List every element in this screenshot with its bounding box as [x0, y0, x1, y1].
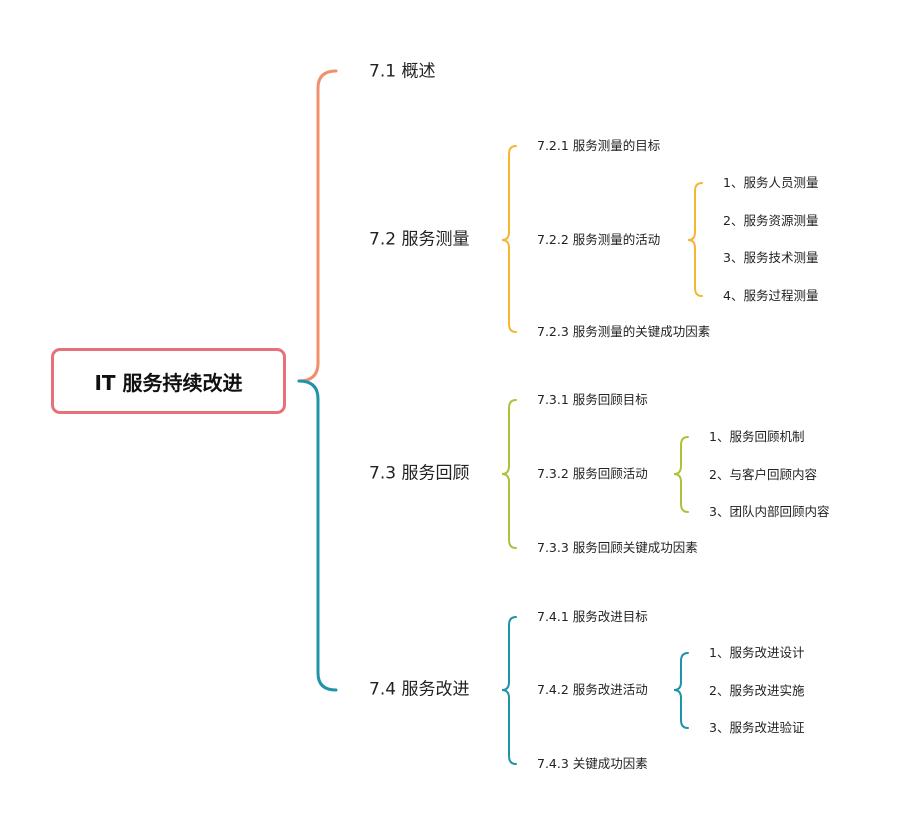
connector-7-4 [501, 616, 517, 765]
node-7-3-2-3[interactable]: 3、团队内部回顾内容 [709, 503, 830, 519]
connector-7-2-2 [687, 182, 703, 297]
node-7-3-3[interactable]: 7.3.3 服务回顾关键成功因素 [537, 539, 698, 555]
node-7-3-2[interactable]: 7.3.2 服务回顾活动 [537, 465, 648, 481]
node-7-2-2-4[interactable]: 4、服务过程测量 [723, 287, 819, 303]
connector-root-lower [297, 379, 338, 692]
node-7-3-1[interactable]: 7.3.1 服务回顾目标 [537, 391, 648, 407]
node-7-4-2[interactable]: 7.4.2 服务改进活动 [537, 681, 648, 697]
connector-7-4-2 [673, 652, 689, 729]
node-7-3-2-2[interactable]: 2、与客户回顾内容 [709, 466, 817, 482]
node-7-2-1[interactable]: 7.2.1 服务测量的目标 [537, 137, 661, 153]
connector-7-3 [501, 399, 517, 549]
node-7-2-2-1[interactable]: 1、服务人员测量 [723, 174, 819, 190]
node-7-2-2-3[interactable]: 3、服务技术测量 [723, 249, 819, 265]
node-7-3[interactable]: 7.3 服务回顾 [369, 463, 470, 484]
node-7-4[interactable]: 7.4 服务改进 [369, 679, 470, 700]
node-7-1[interactable]: 7.1 概述 [369, 61, 436, 82]
node-7-2-2-2[interactable]: 2、服务资源测量 [723, 212, 819, 228]
connector-7-2 [501, 145, 517, 333]
node-7-3-2-1[interactable]: 1、服务回顾机制 [709, 428, 805, 444]
node-7-4-2-2[interactable]: 2、服务改进实施 [709, 682, 805, 698]
connector-root-upper [297, 69, 338, 383]
node-7-4-2-1[interactable]: 1、服务改进设计 [709, 644, 805, 660]
root-node[interactable]: IT 服务持续改进 [51, 348, 286, 414]
node-7-2-2[interactable]: 7.2.2 服务测量的活动 [537, 231, 661, 247]
node-7-2-3[interactable]: 7.2.3 服务测量的关键成功因素 [537, 323, 711, 339]
connector-7-3-2 [673, 436, 689, 513]
node-7-2[interactable]: 7.2 服务测量 [369, 229, 470, 250]
node-7-4-3[interactable]: 7.4.3 关键成功因素 [537, 755, 648, 771]
node-7-4-2-3[interactable]: 3、服务改进验证 [709, 719, 805, 735]
node-7-4-1[interactable]: 7.4.1 服务改进目标 [537, 608, 648, 624]
